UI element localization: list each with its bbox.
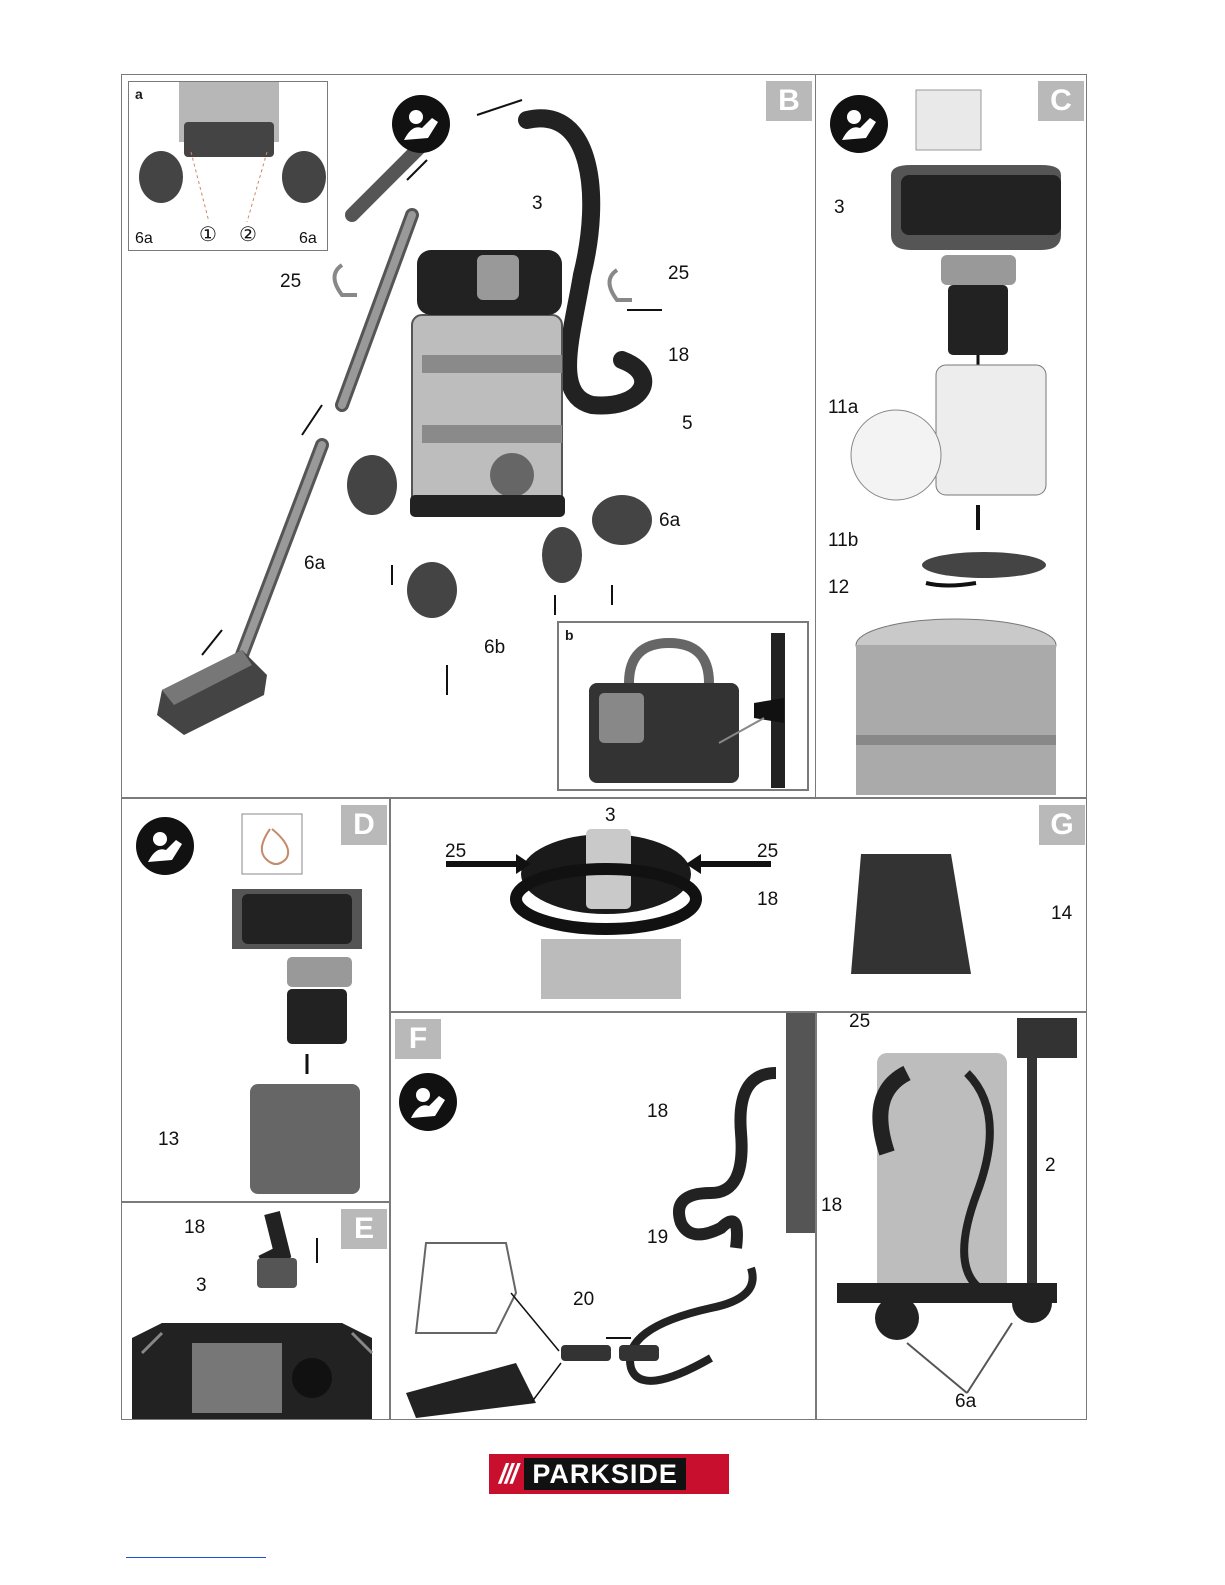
inset-b-letter: b: [565, 627, 574, 643]
read-manual-icon: [830, 95, 888, 153]
label-d-13: 13: [158, 1129, 179, 1151]
panel-g-lower: 25 2 18 6a: [816, 1012, 1087, 1420]
read-manual-icon: [136, 817, 194, 875]
label-f-19: 19: [647, 1227, 668, 1249]
inset-a-label-right: 6a: [299, 230, 317, 248]
logo-brand: PARKSIDE: [524, 1458, 686, 1490]
label-b-6a-right: 6a: [659, 510, 680, 532]
inset-a: a 6a 6a ① ②: [128, 81, 328, 251]
label-b-25-left: 25: [280, 271, 301, 293]
inset-a-step-2: ②: [239, 222, 257, 247]
label-g-14: 14: [1051, 903, 1072, 925]
panel-c: C 3 11a 11b 12: [815, 74, 1087, 798]
logo-slashes: ///: [489, 1458, 516, 1490]
inset-a-step-1: ①: [199, 222, 217, 247]
label-f-20: 20: [573, 1289, 594, 1311]
label-b-3: 3: [532, 193, 543, 215]
label-f-18: 18: [647, 1101, 668, 1123]
label-b-5: 5: [682, 413, 693, 435]
label-storage-25-left: 25: [445, 841, 466, 863]
label-b-25-right: 25: [668, 263, 689, 285]
label-g-25: 25: [849, 1012, 870, 1033]
panel-letter-b: B: [766, 81, 812, 121]
bottom-underline-link[interactable]: [126, 1556, 266, 1558]
panel-b: B a 6a 6a ① ② b 3 25 25 18 5 6a 6a: [121, 74, 816, 798]
inset-a-label-left: 6a: [135, 230, 153, 248]
panel-c-illustration: [816, 75, 1087, 798]
panel-storage: G 3 25 25 18 14: [390, 798, 1087, 1012]
label-c-11a: 11a: [828, 397, 858, 419]
inset-b-illustration: [559, 623, 809, 791]
label-b-6a-left: 6a: [304, 553, 325, 575]
label-e-18: 18: [184, 1217, 205, 1239]
label-e-3: 3: [196, 1275, 207, 1297]
label-b-18: 18: [668, 345, 689, 367]
label-c-3: 3: [834, 197, 845, 219]
panel-letter-e: E: [341, 1209, 387, 1249]
read-manual-icon: [392, 95, 450, 153]
panel-e: E 18 3: [121, 1202, 390, 1420]
inset-a-illustration: [129, 82, 328, 251]
label-c-12: 12: [828, 577, 849, 599]
label-c-11b: 11b: [828, 530, 858, 552]
parkside-logo: /// PARKSIDE: [489, 1454, 729, 1494]
label-g-18: 18: [821, 1195, 842, 1217]
panel-f: F 18 19 20: [390, 1012, 816, 1420]
label-storage-3: 3: [605, 805, 616, 827]
panel-letter-f: F: [395, 1019, 441, 1059]
label-storage-18: 18: [757, 889, 778, 911]
read-manual-icon: [399, 1073, 457, 1131]
inset-b: b: [557, 621, 809, 791]
label-g-2: 2: [1045, 1155, 1056, 1177]
panel-d: D 13: [121, 798, 390, 1202]
inset-a-letter: a: [135, 86, 143, 102]
panel-letter-d: D: [341, 805, 387, 845]
panel-g-lower-illustration: [817, 1013, 1087, 1420]
panel-letter-c: C: [1038, 81, 1084, 121]
panel-storage-illustration: [391, 799, 1087, 1012]
label-g-6a: 6a: [955, 1391, 976, 1413]
label-b-6b: 6b: [484, 637, 505, 659]
panel-letter-g: G: [1039, 805, 1085, 845]
label-storage-25-right: 25: [757, 841, 778, 863]
